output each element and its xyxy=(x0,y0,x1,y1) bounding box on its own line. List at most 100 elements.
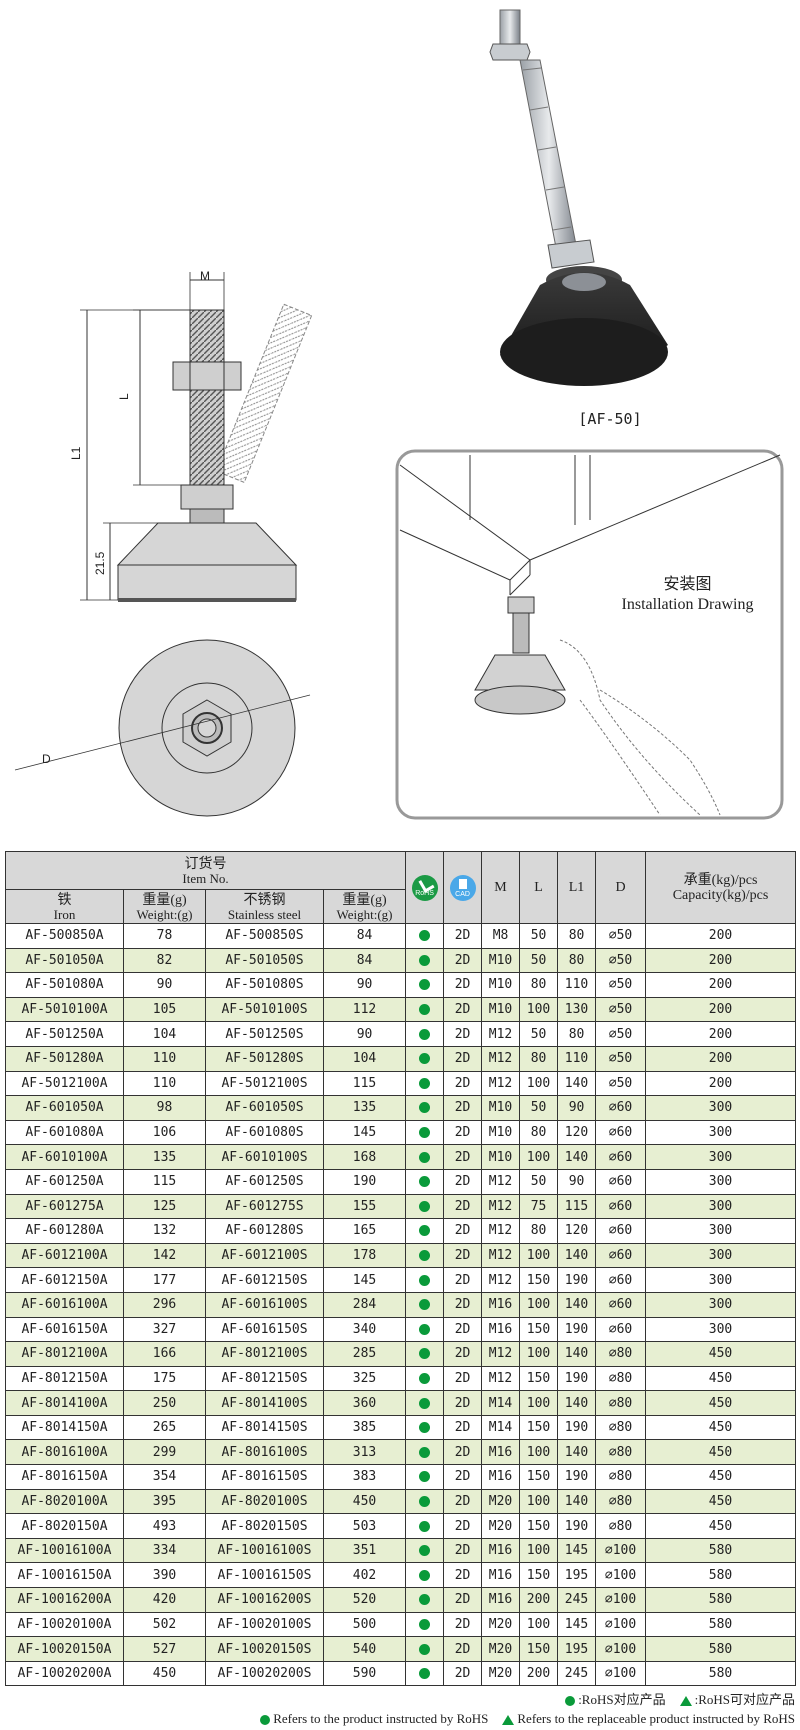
stainless-item-no: AF-6012100S xyxy=(205,1242,324,1269)
diameter-d: ∅60 xyxy=(595,1095,647,1121)
drawings-area: M L L1 xyxy=(0,0,800,845)
rohs-cell xyxy=(405,1119,445,1146)
stainless-item-no: AF-5010100S xyxy=(205,996,324,1023)
stainless-item-no: AF-10016100S xyxy=(205,1537,324,1564)
iron-item-no: AF-5012100A xyxy=(5,1070,124,1097)
stainless-weight: 112 xyxy=(322,996,407,1023)
weight1-zh: 重量(g) xyxy=(142,892,187,908)
thread-m: M10 xyxy=(481,996,521,1023)
cad-type: 2D xyxy=(443,1095,483,1121)
top-nut xyxy=(172,361,242,391)
stainless-item-no: AF-6016100S xyxy=(205,1291,324,1318)
thread-m: M12 xyxy=(481,1242,521,1269)
rohs-cell xyxy=(405,1587,445,1613)
capacity: 200 xyxy=(645,972,797,998)
capacity: 450 xyxy=(645,1488,797,1515)
stainless-weight: 90 xyxy=(322,1021,407,1047)
stainless-item-no: AF-501050S xyxy=(205,947,324,974)
stainless-item-no: AF-601280S xyxy=(205,1218,324,1244)
rohs-dot-icon xyxy=(419,954,431,966)
cad-type: 2D xyxy=(443,1218,483,1244)
iron-item-no: AF-601080A xyxy=(5,1119,124,1146)
iron-weight: 390 xyxy=(123,1562,206,1589)
thread-m: M12 xyxy=(481,1341,521,1367)
length-l: 200 xyxy=(519,1587,559,1613)
rohs-dot-icon xyxy=(419,1594,431,1606)
thread-m: M12 xyxy=(481,1168,521,1195)
length-l1: 140 xyxy=(557,1390,597,1416)
cad-type: 2D xyxy=(443,1537,483,1564)
iron-item-no: AF-601280A xyxy=(5,1218,124,1244)
stainless-weight: 190 xyxy=(322,1168,407,1195)
thread-m: M14 xyxy=(481,1390,521,1416)
stainless-weight: 168 xyxy=(322,1144,407,1170)
installation-frame xyxy=(395,449,784,820)
stainless-weight: 450 xyxy=(322,1488,407,1515)
stainless-weight: 165 xyxy=(322,1218,407,1244)
capacity: 450 xyxy=(645,1464,797,1490)
length-l1: 120 xyxy=(557,1119,597,1146)
capacity: 200 xyxy=(645,996,797,1023)
thread-m: M20 xyxy=(481,1488,521,1515)
length-l1: 190 xyxy=(557,1513,597,1539)
rohs-cell xyxy=(405,1316,445,1343)
length-l1: 190 xyxy=(557,1464,597,1490)
stainless-weight: 178 xyxy=(322,1242,407,1269)
top-view-drawing xyxy=(14,639,311,817)
cad-type: 2D xyxy=(443,1488,483,1515)
dim-m-label: M xyxy=(200,269,210,283)
length-l1: 195 xyxy=(557,1636,597,1662)
cad-type: 2D xyxy=(443,923,483,949)
rohs-dot-icon xyxy=(419,1668,431,1680)
capacity: 580 xyxy=(645,1660,797,1687)
length-l1: 120 xyxy=(557,1218,597,1244)
iron-weight: 175 xyxy=(123,1365,206,1392)
cad-type: 2D xyxy=(443,1636,483,1662)
rohs-cell xyxy=(405,1464,445,1490)
cad-type: 2D xyxy=(443,1414,483,1441)
legend-rohs-zh: :RoHS对应产品 xyxy=(578,1692,666,1707)
iron-weight: 327 xyxy=(123,1316,206,1343)
diameter-d: ∅80 xyxy=(595,1439,647,1466)
rohs-cell xyxy=(405,1168,445,1195)
cad-icon: CAD xyxy=(449,874,476,901)
length-l: 50 xyxy=(519,1168,559,1195)
iron-item-no: AF-8020100A xyxy=(5,1488,124,1515)
base-cone xyxy=(116,522,298,566)
cad-type: 2D xyxy=(443,1070,483,1097)
legend: :RoHS对应产品:RoHS可对应产品 Refers to the produc… xyxy=(0,1690,795,1728)
rohs-dot-icon xyxy=(419,1274,431,1286)
length-l: 150 xyxy=(519,1414,559,1441)
rohs-dot-icon xyxy=(419,1102,431,1114)
capacity: 300 xyxy=(645,1095,797,1121)
capacity: 450 xyxy=(645,1414,797,1441)
capacity-en: Capacity(kg)/pcs xyxy=(672,887,769,903)
length-l: 50 xyxy=(519,1095,559,1121)
length-l1: 80 xyxy=(557,1021,597,1047)
iron-item-no: AF-8016100A xyxy=(5,1439,124,1466)
d-header: D xyxy=(595,851,647,924)
rohs-dot-icon xyxy=(419,1372,431,1384)
rohs-cell xyxy=(405,1095,445,1121)
rohs-dot-icon xyxy=(419,1225,431,1237)
length-l: 150 xyxy=(519,1267,559,1293)
rohs-cell xyxy=(405,1144,445,1170)
rohs-dot-icon xyxy=(419,1028,431,1040)
iron-weight: 296 xyxy=(123,1291,206,1318)
stainless-weight: 590 xyxy=(322,1660,407,1687)
stainless-item-no: AF-8016100S xyxy=(205,1439,324,1466)
stainless-item-no: AF-601080S xyxy=(205,1119,324,1146)
diameter-d: ∅50 xyxy=(595,1070,647,1097)
stainless-weight: 340 xyxy=(322,1316,407,1343)
stainless-weight: 84 xyxy=(322,947,407,974)
capacity: 300 xyxy=(645,1316,797,1343)
rohs-dot-icon xyxy=(419,1250,431,1262)
